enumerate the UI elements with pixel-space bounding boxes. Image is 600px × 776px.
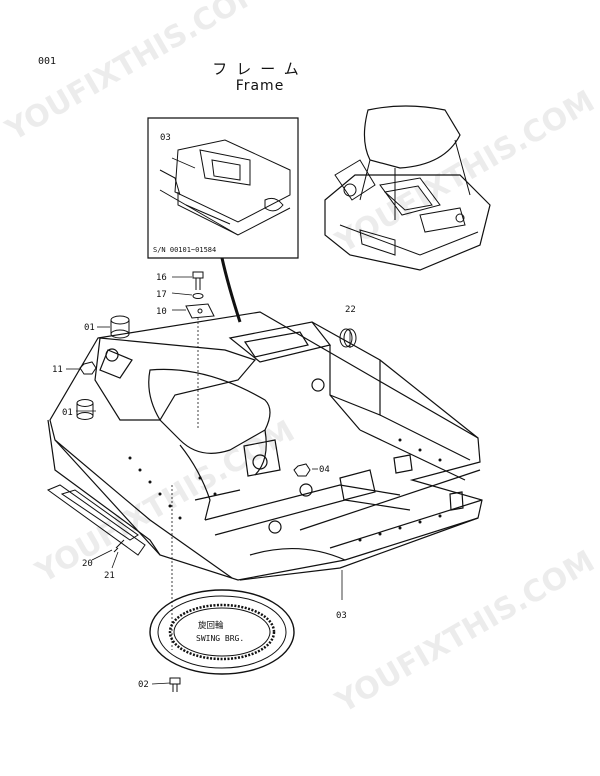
label-part-01-upper: 01 [84, 323, 95, 333]
swing-bearing [149, 589, 295, 675]
label-part-21: 21 [104, 571, 115, 581]
part-21-screw [113, 539, 125, 553]
part-02-bolt [169, 677, 181, 692]
label-part-10: 10 [156, 307, 167, 317]
label-part-22: 22 [345, 305, 356, 315]
part-01-mount-lower [76, 399, 94, 420]
label-part-20: 20 [82, 559, 93, 569]
part-17-washer [192, 293, 204, 299]
label-part-03-inset: 03 [160, 133, 171, 143]
label-part-17: 17 [156, 290, 167, 300]
leader-lines [66, 157, 351, 685]
part-22-bushing [339, 328, 357, 348]
part-16-bolt [192, 271, 204, 290]
upper-frame-assembly [47, 311, 483, 581]
ring-label-jp: 旋回輪 [198, 620, 224, 631]
page-number: 001 [38, 56, 57, 67]
part-20-cover [46, 484, 146, 556]
bolt-holes [128, 438, 442, 542]
machine-overview [324, 105, 491, 271]
title-japanese: フレーム [212, 60, 308, 78]
label-part-02: 02 [138, 680, 149, 690]
ring-label-en: SWING BRG. [196, 634, 244, 643]
label-part-03-main: 03 [336, 611, 347, 621]
label-part-11: 11 [52, 365, 63, 375]
title-english: Frame [235, 78, 285, 94]
inset-detail [147, 117, 299, 259]
label-part-04: 04 [319, 465, 330, 475]
inset-leader-line [220, 257, 242, 323]
part-11-nut [79, 361, 97, 375]
part-01-mount-upper [110, 315, 130, 339]
label-part-01-lower: 01 [62, 408, 73, 418]
part-04-nut [293, 463, 311, 477]
part-10-plate [185, 303, 215, 319]
serial-note: S/N 00101~01584 [153, 246, 216, 254]
part-labels: 03 16 17 10 01 11 01 04 22 20 21 03 02 S… [52, 133, 356, 690]
label-part-16: 16 [156, 273, 167, 283]
